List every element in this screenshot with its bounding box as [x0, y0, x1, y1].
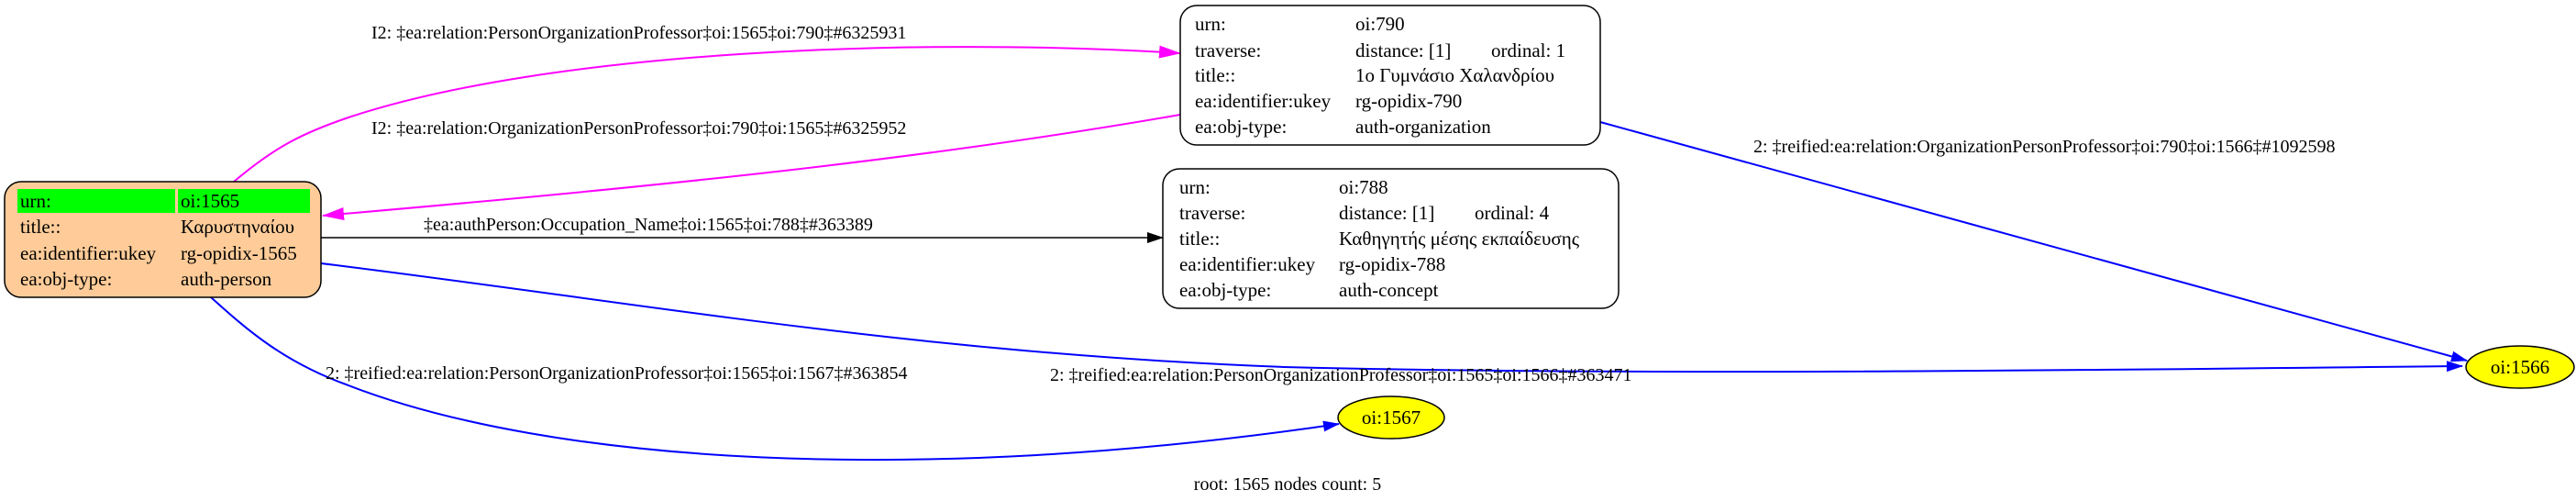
node-1567[interactable]: oi:1567: [1337, 395, 1445, 440]
row-value: auth-person: [181, 268, 272, 290]
row-key: urn:: [20, 190, 51, 212]
row-value: oi:790: [1355, 13, 1405, 35]
row-key: title::: [1179, 228, 1220, 250]
edge-1565-to-1567: 2: ‡reified:ea:relation:PersonOrganizati…: [210, 296, 1340, 462]
row-value: rg-opidix-790: [1355, 90, 1462, 112]
row-extra: ordinal: 1: [1491, 39, 1565, 61]
row-value: Καρυστηναίου: [181, 216, 294, 238]
row-value: distance: [1]: [1355, 39, 1451, 61]
row-value: distance: [1]: [1339, 202, 1434, 224]
row-value: auth-concept: [1339, 279, 1439, 301]
row-value: rg-opidix-788: [1339, 253, 1445, 275]
row-key: ea:identifier:ukey: [1179, 253, 1316, 275]
node-label: oi:1566: [2491, 356, 2549, 378]
edge-1565-to-788: ‡ea:authPerson:Occupation_Name‡oi:1565‡o…: [321, 215, 1164, 243]
edge-790-to-1565: I2: ‡ea:relation:OrganizationPersonProfe…: [322, 114, 1181, 220]
row-value: Καθηγητής μέσης εκπαίδευσης: [1339, 228, 1580, 250]
edge-790-to-1566: 2: ‡reified:ea:relation:OrganizationPers…: [1599, 121, 2468, 362]
row-key: title::: [20, 216, 61, 238]
row-key: urn:: [1195, 13, 1226, 35]
node-788[interactable]: urn: oi:788 traverse: distance: [1] ordi…: [1162, 168, 1620, 309]
row-key: traverse:: [1195, 39, 1261, 61]
row-extra: ordinal: 4: [1475, 202, 1550, 224]
node-1566[interactable]: oi:1566: [2465, 345, 2575, 389]
edge-label: ‡ea:authPerson:Occupation_Name‡oi:1565‡o…: [424, 215, 873, 235]
row-value: auth-organization: [1355, 116, 1491, 138]
row-key: ea:obj-type:: [1195, 116, 1287, 138]
edge-label: I2: ‡ea:relation:OrganizationPersonProfe…: [371, 118, 906, 139]
row-key: ea:obj-type:: [1179, 279, 1271, 301]
row-key: ea:obj-type:: [20, 268, 112, 290]
row-value: 1ο Γυμνάσιο Χαλανδρίου: [1355, 64, 1554, 86]
row-value: oi:788: [1339, 176, 1388, 198]
edge-label: 2: ‡reified:ea:relation:OrganizationPers…: [1753, 137, 2336, 157]
graph-footer: root: 1565 nodes count: 5: [1194, 474, 1381, 495]
node-root-1565[interactable]: urn: oi:1565 title:: Καρυστηναίου ea:ide…: [4, 181, 322, 298]
row-key: title::: [1195, 64, 1235, 86]
node-label: oi:1567: [1362, 406, 1421, 429]
node-790[interactable]: urn: oi:790 traverse: distance: [1] ordi…: [1179, 5, 1601, 146]
edge-1565-to-790: I2: ‡ea:relation:PersonOrganizationProfe…: [233, 23, 1181, 183]
edge-label: 2: ‡reified:ea:relation:PersonOrganizati…: [1050, 365, 1632, 385]
edge-label: 2: ‡reified:ea:relation:PersonOrganizati…: [326, 363, 908, 384]
row-key: traverse:: [1179, 202, 1245, 224]
row-key: urn:: [1179, 176, 1211, 198]
edge-1565-to-1566: 2: ‡reified:ea:relation:PersonOrganizati…: [320, 262, 2463, 385]
row-key: ea:identifier:ukey: [20, 242, 157, 264]
row-value: rg-opidix-1565: [181, 242, 297, 264]
edge-label: I2: ‡ea:relation:PersonOrganizationProfe…: [371, 23, 906, 43]
row-value: oi:1565: [181, 190, 239, 212]
row-key: ea:identifier:ukey: [1195, 90, 1332, 112]
